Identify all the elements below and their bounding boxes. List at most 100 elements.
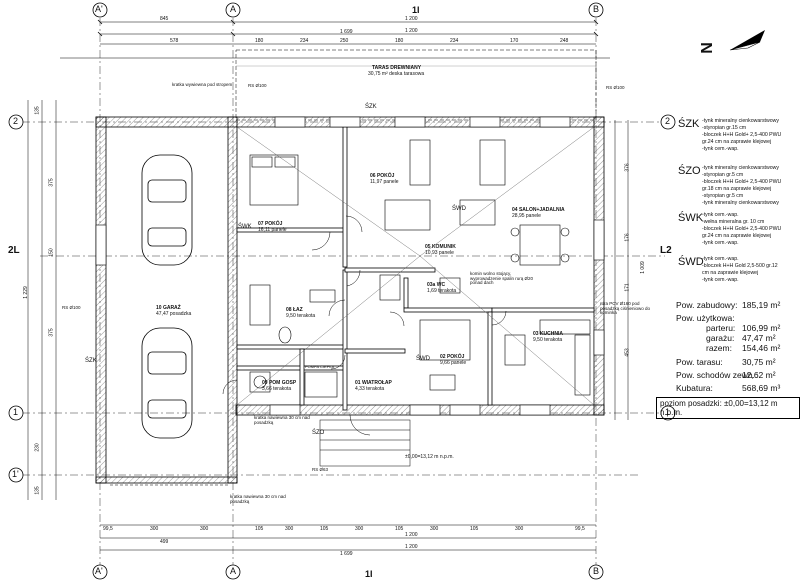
legend-line: -tynk cem.-wap. [702, 277, 739, 283]
room-area: 30,75 m² deska tarasowa [368, 71, 425, 77]
legend-line: -styropian gr.15 cm [702, 125, 747, 131]
section-mark-bottom: 1I [365, 569, 373, 579]
north-arrow-icon [729, 30, 765, 51]
axis-label-left-1: 1 [13, 407, 19, 417]
dim-bottom-inner-6: 105 [320, 526, 329, 532]
windows [95, 116, 605, 416]
legend-line: -tynk cem.-wap. [702, 240, 739, 246]
legend-line: -tynk mineralny cienkowarstwowy [702, 165, 779, 171]
dim-top-inner-8: 248 [560, 38, 569, 44]
summary-value: 106,99 m² [742, 323, 781, 333]
dim-top-inner-4: 250 [340, 38, 349, 44]
room-label: 06 POKÓJ [370, 173, 395, 179]
dim-top-inner-5: 180 [395, 38, 404, 44]
room-label: 10 GARAŻ [156, 305, 181, 311]
summary-value: 185,19 m² [742, 300, 781, 310]
room-area: 1,69 terakota [427, 288, 457, 294]
room-label: 03a WC [427, 282, 446, 288]
dim-top-inner-7: 170 [510, 38, 519, 44]
dim-bottom-inner-3: 300 [200, 526, 209, 532]
summary-label: parteru: [706, 323, 736, 333]
room-area: 47,47 posadzka [156, 311, 192, 317]
room-label: 01 WIATROŁAP [355, 380, 392, 386]
axis-label-right-1: 1 [665, 407, 671, 417]
axis-label-bottom-a: A [230, 566, 237, 576]
dim-right-2: 176 [624, 233, 631, 242]
legend-code-szo: ŚZO [678, 165, 701, 177]
note: kratka nawiewna 30 cm nad posadzką [230, 494, 286, 504]
note: RS Ø100 [62, 305, 81, 310]
dim-top-outer-1: 1 699 [340, 29, 353, 35]
wall-tag: ŚWK [238, 224, 252, 230]
note: RS Ø100 [248, 83, 267, 88]
wall-tag: ŚZK [365, 104, 377, 110]
summary-value: 568,69 m³ [742, 383, 781, 393]
section-mark-top: 1I [412, 5, 420, 15]
axis-label-bottom-a-prime: A' [95, 566, 103, 576]
dim-right-4: 1 009 [639, 261, 646, 274]
dim-top-inner-2: 180 [255, 38, 264, 44]
axis-label-bottom-b: B [593, 566, 600, 576]
dim-top-inner-1: 578 [170, 38, 179, 44]
note: RS Ø100 [606, 85, 625, 90]
note: kratka nawiewna 30 cm nad posadzką [254, 415, 310, 425]
legend-line: -bloczek H+H Gold+ 2,5-400 PWU [702, 179, 782, 185]
roof-ridges [236, 126, 595, 406]
room-area: 9,50 terakota [533, 337, 563, 343]
car-icon [141, 327, 193, 439]
dim-left-7: 135 [34, 486, 41, 495]
summary-label: garażu: [706, 333, 735, 343]
note: komin wolno stojący, wyprowadzenie spali… [470, 271, 534, 285]
room-label: 03 KUCHNIA [533, 331, 564, 337]
room-area: 10,93 panele [425, 250, 454, 256]
summary-label: Pow. zabudowy: [676, 300, 738, 310]
entrance-steps [319, 419, 411, 467]
legend-line: gr.24 cm na zaprawie klejowej [702, 139, 772, 145]
room-label: 02 POKÓJ [440, 354, 465, 360]
dim-top-inner-6: 234 [450, 38, 459, 44]
wall-tag: ŚWD [452, 206, 466, 212]
room-label: 04 SALON+JADALNIA [512, 207, 565, 213]
legend-line: gr.24 cm na zaprawie klejowej [702, 233, 772, 239]
axis-label-right-2: 2 [665, 116, 671, 126]
dim-top-row-1: 845 [160, 16, 169, 22]
note: ±0,00=13,12 m n.p.m. [405, 454, 454, 460]
summary-label: Pow. tarasu: [676, 357, 723, 367]
dim-bottom-inner-4: 105 [255, 526, 264, 532]
legend-code-swk: ŚWK [678, 212, 704, 224]
dim-top-outer-2: 1 200 [405, 16, 418, 22]
legend-code-szk: ŚZK [678, 118, 700, 130]
dim-bottom-inner-5: 300 [285, 526, 294, 532]
dim-left-2: 375 [48, 178, 55, 187]
legend-line: -bloczek H+H Gold+ 2,5-400 PWU [702, 132, 782, 138]
interior-walls [236, 126, 595, 411]
legend-line: -styropian gr.5 cm [702, 193, 744, 199]
legend-line: gr.18 cm na zaprawie klejowej [702, 186, 772, 192]
left-dimensions [27, 100, 57, 500]
wall-tag: ŚZK [85, 358, 97, 364]
dim-left-6: 230 [34, 443, 41, 452]
dim-left-5: 1 229 [22, 286, 29, 299]
axis-label-top-b: B [593, 4, 600, 14]
legend-line: -styropian gr.5 cm [702, 172, 744, 178]
dim-bottom-inner-7: 300 [355, 526, 364, 532]
axis-label-top-a-prime: A' [95, 4, 103, 14]
wall-tag: ŚWD [416, 356, 430, 362]
furniture [249, 139, 591, 398]
axis-label-top-a: A [230, 4, 237, 14]
legend-line: -wełna mineralna gr. 10 cm [702, 219, 765, 225]
summary-label: Pow. schodów zewn.: [676, 370, 758, 380]
dim-bottom-outer-1: 1 699 [340, 551, 353, 557]
doors [222, 215, 507, 436]
north-label: N [698, 42, 716, 54]
legend-line: -tynk cem.-wap. [702, 146, 739, 152]
room-area: 9,50 terakota [286, 313, 316, 319]
summary-value: 154,46 m² [742, 343, 781, 353]
dim-right-1: 376 [624, 163, 631, 172]
top-dimensions [60, 19, 610, 59]
terrace-outline [235, 49, 597, 121]
summary-value: 12,62 m² [742, 370, 776, 380]
summary-value: 30,75 m² [742, 357, 776, 367]
room-label: 08 ŁAZ [286, 307, 303, 313]
room-area: 11,97 panele [370, 179, 399, 185]
